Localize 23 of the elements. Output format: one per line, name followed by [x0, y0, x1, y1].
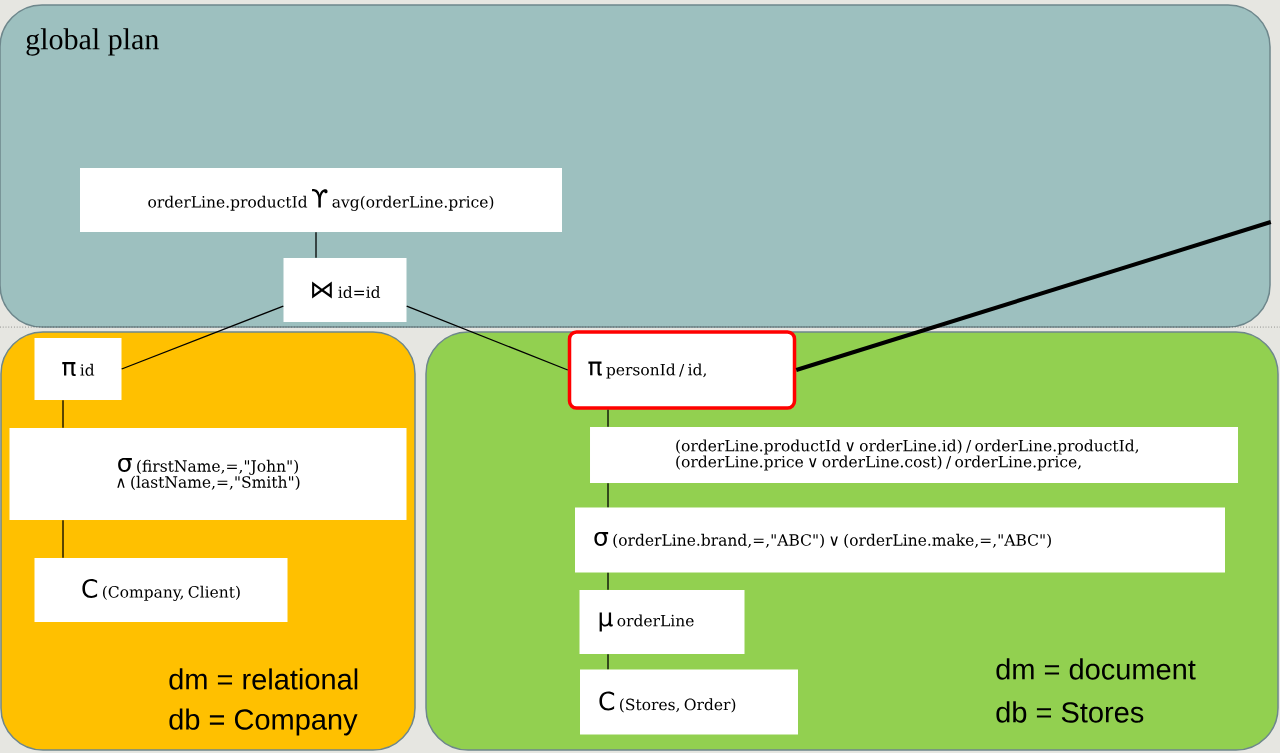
connector [121, 305, 284, 370]
connector [607, 572, 609, 591]
operator-box: (orderLine.productId ∨ orderLine.id) / orderLine.productId, (orderLine.price ∨ orderLine.cost) / orderLine.price, [590, 427, 1238, 483]
connector [607, 653, 609, 670]
panel-note: dm = document [996, 658, 1196, 680]
connector [62, 399, 64, 429]
connector [607, 482, 609, 508]
operator-box: ⋈ id=id [283, 258, 407, 322]
connector [62, 519, 64, 559]
connector [406, 305, 569, 371]
panel-note: db = Company [169, 708, 358, 736]
operator-box: C (Company, Client) [34, 558, 288, 622]
operator-box: C (Stores, Order) [580, 669, 798, 735]
connector [795, 220, 1272, 372]
panel-note: dm = relational [169, 668, 358, 690]
operator-box: π id [34, 338, 122, 400]
operator-box: σ (orderLine.brand,=,"ABC") ∨ (orderLine.make,=,"ABC") [575, 507, 1225, 573]
operator-box: σ (firstName,=,"John") ∧ (lastName,=,"Smith") [9, 428, 407, 520]
connector [607, 409, 609, 428]
connector [315, 231, 317, 259]
panel-note: db = Stores [996, 701, 1144, 723]
panel-title: global plan [26, 28, 159, 56]
operator-box: μ orderLine [579, 590, 745, 654]
